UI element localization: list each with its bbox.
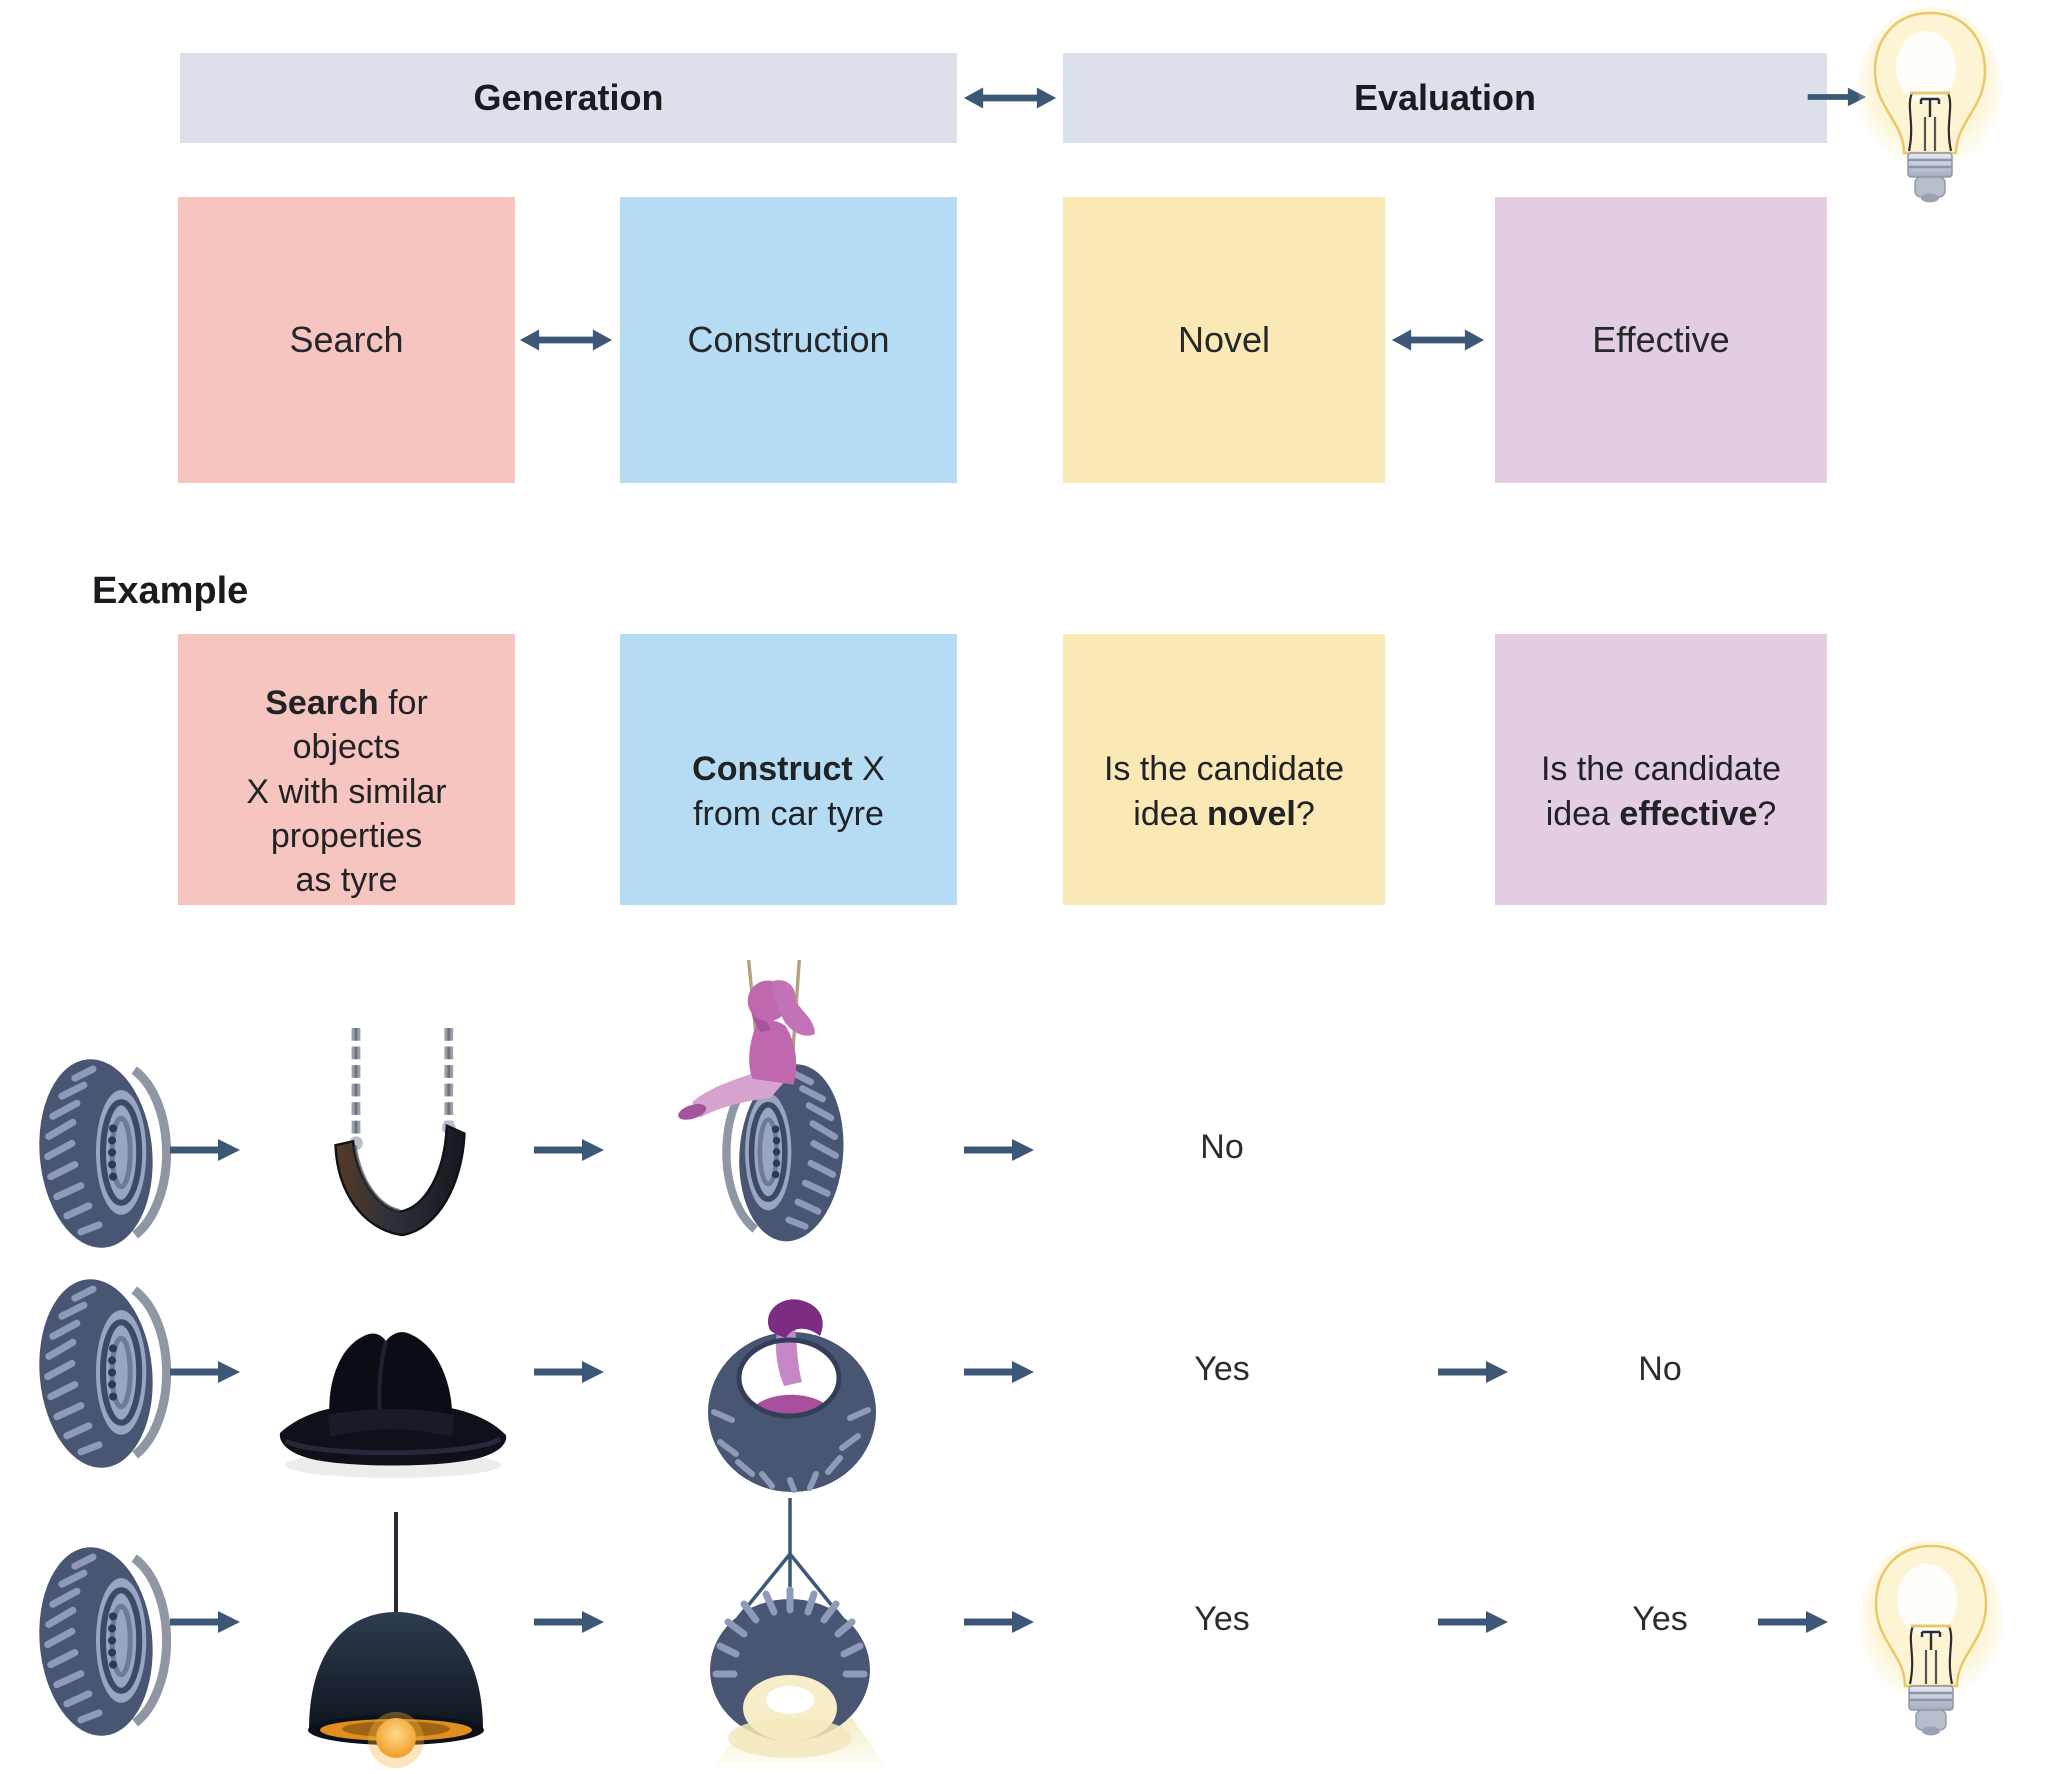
arrow-right-icon — [962, 1137, 1036, 1163]
example-effective-bold: effective — [1619, 794, 1758, 833]
novel-answer: No — [1200, 1128, 1244, 1166]
generation-label: Generation — [473, 77, 664, 118]
example-novel-post: ? — [1295, 794, 1315, 833]
arrow-right-icon — [168, 1137, 242, 1163]
evaluation-phase-bar: Evaluation — [1063, 53, 1827, 143]
arrow-right-icon — [532, 1137, 606, 1163]
effective-answer: No — [1638, 1350, 1682, 1388]
example-construct-box: Construct X from car tyre — [620, 634, 957, 905]
generation-phase-bar: Generation — [180, 53, 957, 143]
example-search-box: Search for objects X with similar proper… — [178, 634, 515, 905]
novel-answer: Yes — [1194, 1350, 1250, 1388]
arrow-right-icon — [168, 1609, 242, 1635]
example-novel-text: Is the candidate idea novel? — [1104, 703, 1344, 836]
lightbulb-icon — [1857, 1538, 2005, 1737]
arrow-right-icon — [1436, 1609, 1510, 1635]
novel-answer: Yes — [1194, 1600, 1250, 1638]
pendant-lamp-icon — [308, 1512, 484, 1768]
example-novel-bold: novel — [1207, 794, 1296, 833]
novel-label: Novel — [1177, 319, 1271, 360]
example-search-text: Search for objects X with similar proper… — [246, 637, 446, 902]
evaluation-label: Evaluation — [1353, 77, 1537, 118]
effective-answer: Yes — [1632, 1600, 1688, 1638]
arrow-right-icon — [168, 1359, 242, 1385]
tyre-lamp-icon — [710, 1498, 890, 1772]
search-box: Search — [178, 197, 515, 483]
example-effective-box: Is the candidate idea effective? — [1495, 634, 1827, 905]
tyre-icon — [38, 1056, 160, 1252]
example-heading: Example — [92, 570, 249, 612]
example-search-bold: Search — [265, 684, 379, 723]
arrow-right-icon — [1756, 1609, 1830, 1635]
example-construct-rest: X from car tyre — [693, 750, 885, 833]
example-search-rest: for objects X with similar properties as… — [246, 684, 447, 899]
example-effective-text: Is the candidate idea effective? — [1541, 703, 1781, 836]
tyre-icon — [38, 1544, 160, 1740]
child-on-tyre-swing-icon — [678, 959, 878, 1252]
example-novel-box: Is the candidate idea novel? — [1063, 634, 1385, 905]
example-effective-pre: Is the candidate idea — [1540, 750, 1782, 833]
arrow-right-icon — [532, 1359, 606, 1385]
arrow-right-icon — [962, 1609, 1036, 1635]
search-label: Search — [289, 319, 404, 360]
construction-label: Construction — [687, 319, 890, 360]
fedora-hat-icon — [279, 1332, 507, 1478]
tyre-icon — [38, 1276, 160, 1472]
construction-box: Construction — [620, 197, 957, 483]
arrow-right-icon — [532, 1609, 606, 1635]
arrow-right-icon — [962, 1359, 1036, 1385]
example-novel-pre: Is the candidate idea — [1103, 750, 1345, 833]
swing-seat-icon — [334, 1028, 466, 1237]
arrow-right-icon — [1436, 1359, 1510, 1385]
effective-box: Effective — [1495, 197, 1827, 483]
example-construct-bold: Construct — [692, 750, 853, 789]
example-effective-post: ? — [1757, 794, 1777, 833]
example-construct-text: Construct X from car tyre — [692, 703, 885, 836]
arrow-double-icon — [1390, 327, 1486, 353]
person-wearing-tyre-icon — [708, 1299, 876, 1493]
novel-box: Novel — [1063, 197, 1385, 483]
arrow-double-icon — [962, 85, 1058, 111]
arrow-double-icon — [518, 327, 614, 353]
lightbulb-icon — [1856, 5, 2004, 204]
effective-label: Effective — [1592, 319, 1730, 360]
